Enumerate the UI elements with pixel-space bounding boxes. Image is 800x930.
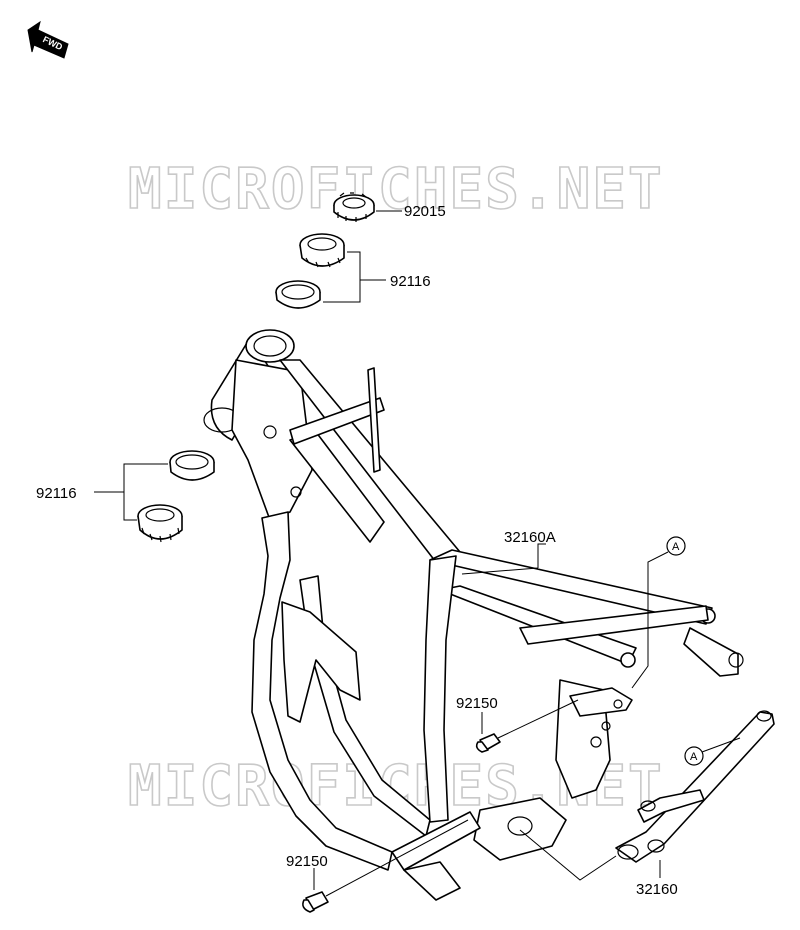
fwd-arrow-icon: FWD [27,20,69,59]
upper-bearing-92116[interactable] [275,233,345,309]
label-upper-92116: 92116 [390,273,431,290]
sub-frame-32160[interactable] [615,710,775,863]
leader-32160-to-frame [519,829,617,881]
leader-upper-92116 [323,251,386,303]
leader-bolt-lower-line [325,819,469,897]
label-92015: 92015 [404,203,446,220]
main-frame-32160A[interactable] [203,329,744,901]
ref-mark-lower: A [690,751,698,763]
label-92150-upper: 92150 [456,695,498,712]
leader-bolt-upper-line [497,699,579,739]
label-92150-lower: 92150 [286,853,328,870]
ref-circle-lower [684,746,704,766]
lower-bearing-92116[interactable] [137,450,215,543]
ref-mark-upper: A [672,541,680,553]
watermark-top: MICROFICHES.NET [128,157,664,222]
bolt-92150-lower[interactable] [302,891,329,913]
ref-circle-upper [666,536,686,556]
leader-lower-92116 [94,463,168,521]
label-32160: 32160 [636,881,678,898]
label-32160A: 32160A [504,529,556,546]
label-lower-92116: 92116 [36,485,77,502]
leader-ref-upper [631,551,669,689]
bolt-92150-upper[interactable] [475,733,501,753]
leader-ref-lower [701,737,741,753]
leader-32160A [461,543,546,575]
lock-nut-92015[interactable] [333,192,375,222]
